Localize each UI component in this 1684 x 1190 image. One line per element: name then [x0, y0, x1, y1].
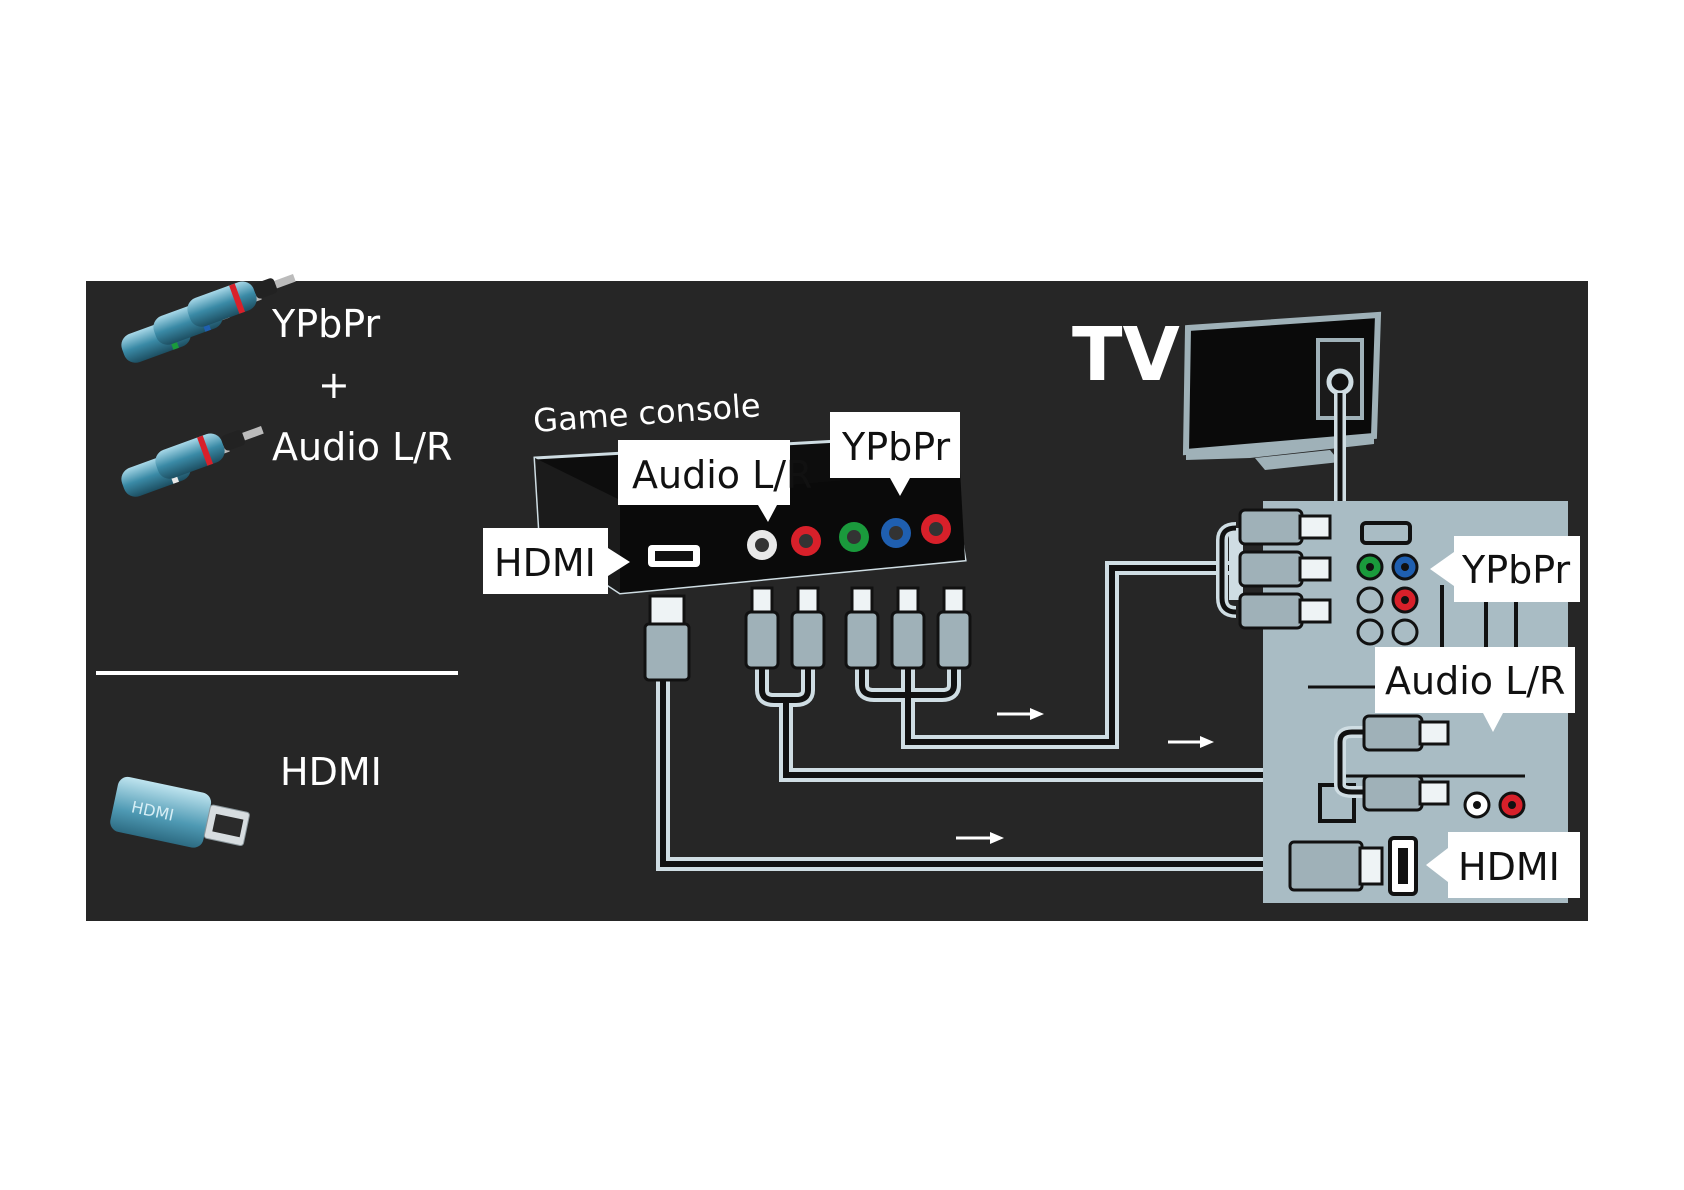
tv-component-jacks [1356, 553, 1419, 646]
tv-component-plugs [1216, 508, 1332, 630]
hdmi-plug-icon: HDMI [110, 776, 250, 848]
tv-hdmi-plug [1288, 840, 1384, 892]
tv-label: TV [1072, 312, 1180, 398]
tv-hdmi-callout-label: HDMI [1458, 845, 1560, 889]
console-component-jacks [839, 514, 951, 552]
console-audio-callout: Audio L/R [618, 440, 812, 522]
console-audio-jacks [747, 526, 821, 560]
rca-plugs-icon [121, 274, 296, 363]
tv-audio-callout: Audio L/R [1375, 647, 1575, 732]
tv-hdmi-port [1388, 836, 1418, 896]
legend-audio-plugs [121, 426, 264, 497]
arrow-right-icon [997, 708, 1044, 720]
console-hdmi-port [648, 545, 700, 567]
hdmi-cable [656, 672, 1290, 871]
tv-ypbpr-callout-label: YPbPr [1461, 548, 1570, 592]
console-hdmi-callout: HDMI [483, 528, 630, 594]
legend-hdmi-label: HDMI [280, 750, 382, 794]
legend-component-plugs [121, 274, 296, 363]
tv-icon [1182, 311, 1382, 502]
console-ypbpr-callout: YPbPr [830, 412, 960, 496]
tv-hdmi-callout: HDMI [1426, 832, 1580, 898]
legend-plus-sign: + [318, 363, 350, 407]
game-console-label: Game console [532, 386, 762, 440]
console-audio-plugs [744, 586, 826, 670]
tv-audio-jacks [1463, 791, 1526, 819]
console-component-plugs [844, 586, 972, 670]
console-hdmi-plug [643, 594, 691, 682]
console-audio-callout-label: Audio L/R [632, 453, 812, 497]
console-hdmi-callout-label: HDMI [494, 541, 596, 585]
tv-audio-callout-label: Audio L/R [1385, 659, 1565, 703]
arrow-right-icon [956, 832, 1004, 844]
audio-cable [755, 660, 1340, 782]
legend-audio-label: Audio L/R [272, 425, 452, 469]
rca-plugs-icon [121, 426, 264, 497]
tv-ypbpr-callout: YPbPr [1430, 536, 1580, 602]
legend-component-label: YPbPr [271, 302, 380, 346]
arrow-right-icon [1168, 736, 1214, 748]
tv-audio-plugs [1334, 714, 1450, 812]
console-ypbpr-callout-label: YPbPr [841, 425, 950, 469]
